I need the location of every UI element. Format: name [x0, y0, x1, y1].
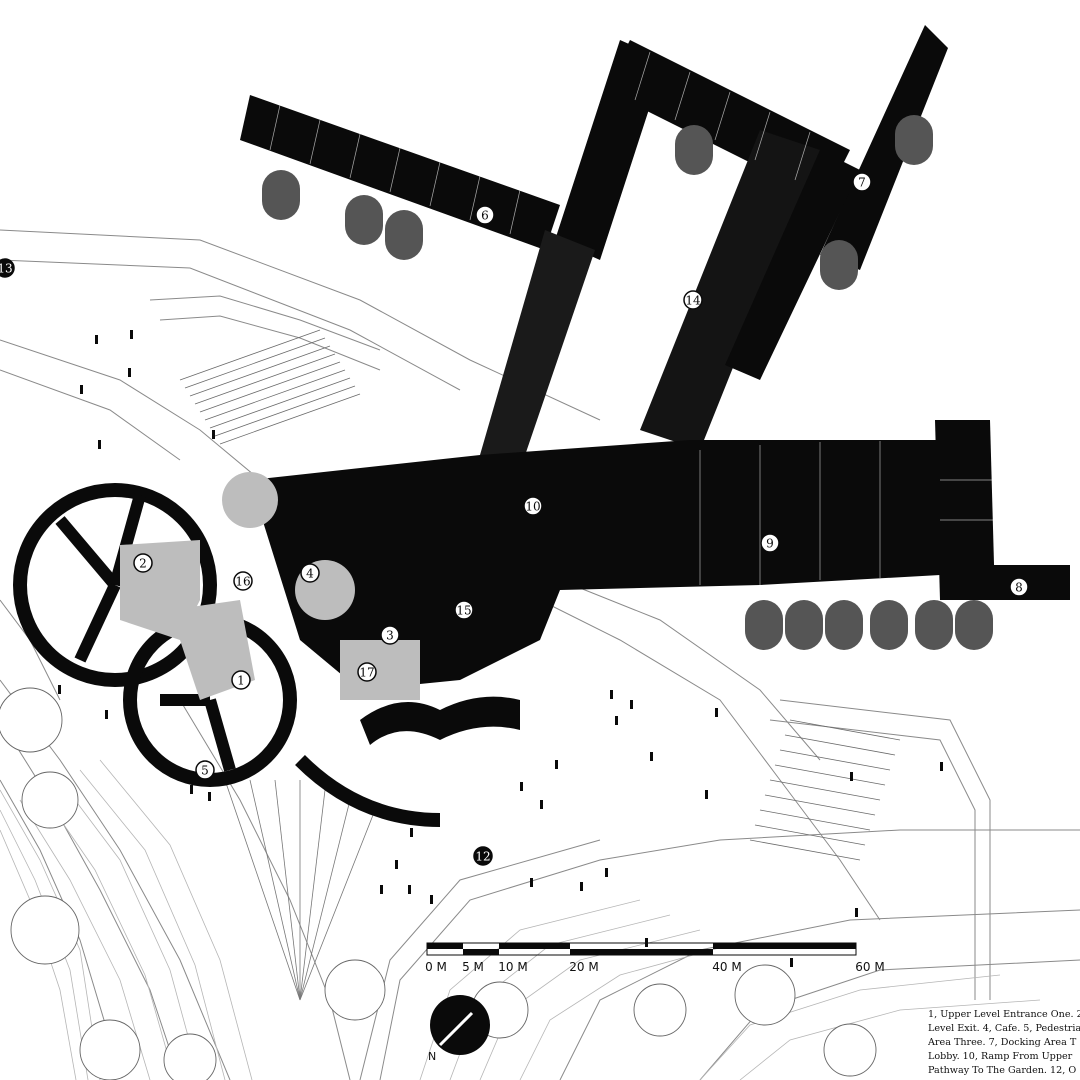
dock-east	[940, 565, 1070, 600]
legend-line: 1, Upper Level Entrance One. 2	[928, 1009, 1080, 1020]
marker-15: 15	[454, 600, 474, 620]
marker-10: 10	[523, 496, 543, 516]
scale-bar	[426, 942, 857, 956]
marker-circle	[683, 290, 703, 310]
ramp-b	[640, 130, 820, 450]
marker-7: 7	[852, 172, 872, 192]
wave-terrace	[360, 696, 520, 745]
trees	[0, 687, 877, 1080]
marker-number: 10	[525, 500, 540, 514]
scale-tick-label: 10 M	[498, 960, 527, 974]
east-lobby	[935, 420, 995, 600]
legend-line: Area Three. 7, Docking Area T	[928, 1037, 1077, 1048]
marker-9: 9	[760, 533, 780, 553]
ramp-c	[725, 150, 860, 380]
main-hall	[250, 440, 940, 690]
north-label: N	[428, 1050, 437, 1063]
marker-circle	[1009, 577, 1029, 597]
marker-number: 15	[456, 604, 471, 618]
marker-circle	[133, 553, 153, 573]
scale-tick-label: 60 M	[855, 960, 884, 974]
marker-number: 9	[766, 537, 774, 551]
building-mass	[13, 25, 1070, 827]
marker-13: 13	[0, 258, 15, 278]
marker-5: 5	[195, 760, 215, 780]
marker-circle	[760, 533, 780, 553]
marker-circle	[380, 625, 400, 645]
marker-circle	[0, 258, 15, 278]
scale-tick-label: 5 M	[462, 960, 484, 974]
marker-circle	[233, 571, 253, 591]
marker-circle	[454, 600, 474, 620]
marker-circle	[852, 172, 872, 192]
legend-line: Pathway To The Garden. 12, O	[928, 1065, 1077, 1076]
fan-lines	[224, 779, 376, 1001]
legend-line: Lobby. 10, Ramp From Upper	[928, 1051, 1073, 1062]
legend-line: Level Exit. 4, Cafe. 5, Pedestrian	[928, 1023, 1080, 1034]
marker-number: 6	[481, 209, 489, 223]
marker-16: 16	[233, 571, 253, 591]
marker-17: 17	[357, 662, 377, 682]
marker-number: 5	[201, 764, 209, 778]
marker-number: 1	[237, 674, 245, 688]
marker-number: 13	[0, 262, 13, 276]
marker-circle	[300, 563, 320, 583]
marker-number: 4	[306, 567, 314, 581]
marker-6: 6	[475, 205, 495, 225]
marker-circle	[357, 662, 377, 682]
legend-text: 1, Upper Level Entrance One. 2 Level Exi…	[928, 1008, 1080, 1080]
marker-number: 3	[386, 629, 394, 643]
marker-number: 7	[858, 176, 866, 190]
marker-4: 4	[300, 563, 320, 583]
marker-circle	[523, 496, 543, 516]
marker-circle	[473, 846, 493, 866]
marker-number: 17	[359, 666, 374, 680]
scale-tick-label: 20 M	[569, 960, 598, 974]
north-arrow	[430, 995, 490, 1055]
marker-2: 2	[133, 553, 153, 573]
marker-number: 2	[139, 557, 147, 571]
marker-number: 16	[235, 575, 250, 589]
ramp-a	[480, 230, 595, 470]
marker-1: 1	[231, 670, 251, 690]
marker-circle	[231, 670, 251, 690]
marker-circle	[195, 760, 215, 780]
arm-long-right	[820, 25, 948, 270]
marker-14: 14	[683, 290, 703, 310]
marker-number: 14	[685, 294, 701, 308]
marker-circle	[475, 205, 495, 225]
people-figures	[58, 330, 943, 967]
arm-grid-lines	[269, 51, 995, 585]
marker-8: 8	[1009, 577, 1029, 597]
stair-bleachers	[179, 329, 901, 861]
terrace-hatching	[0, 759, 1041, 1080]
support-columns	[262, 115, 993, 650]
marker-3: 3	[380, 625, 400, 645]
scale-tick-label: 40 M	[712, 960, 741, 974]
marker-number: 12	[475, 850, 490, 864]
marker-12: 12	[473, 846, 493, 866]
marker-number: 8	[1015, 581, 1023, 595]
scale-tick-label: 0 M	[425, 960, 447, 974]
scale-bar-labels: 0 M 5 M 10 M 20 M 40 M 60 M	[425, 960, 885, 974]
